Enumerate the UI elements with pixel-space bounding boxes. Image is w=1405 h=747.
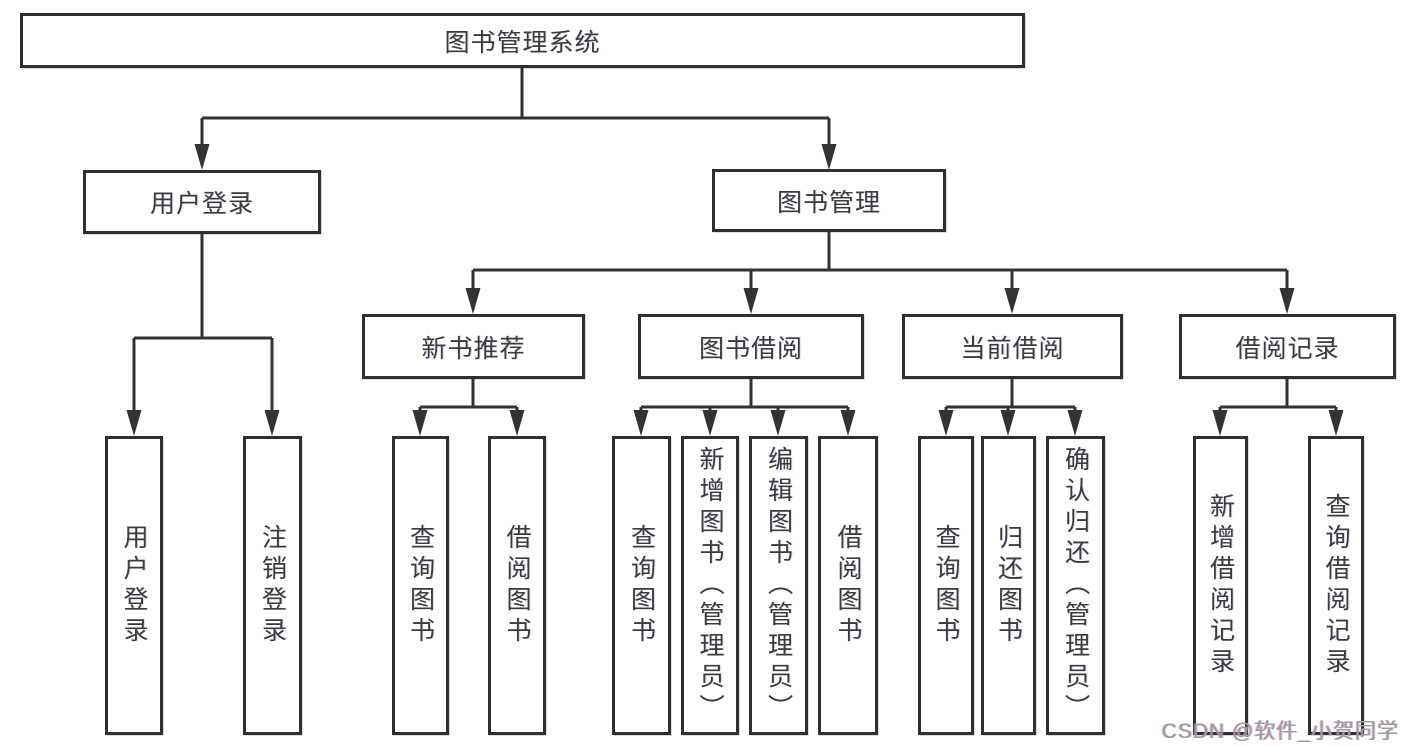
- node-book-management: 图书管理: [712, 169, 946, 232]
- leaf-query-books-borrow: 查询图书: [612, 436, 671, 735]
- leaf-return-book: 归还图书: [981, 436, 1036, 735]
- section-new-book-recommend: 新书推荐: [362, 314, 585, 379]
- node-library-system: 图书管理系统: [20, 13, 1025, 68]
- leaf-borrow-books-recommend: 借阅图书: [488, 436, 546, 735]
- leaf-borrow-books: 借阅图书: [818, 436, 878, 735]
- arrowheads: [126, 144, 1344, 436]
- section-book-borrow: 图书借阅: [638, 314, 864, 379]
- connector-stems: [132, 68, 1338, 412]
- leaf-query-borrow-record: 查询借阅记录: [1308, 436, 1364, 735]
- leaf-confirm-return-admin: 确认归还（管理员）: [1046, 436, 1105, 735]
- section-current-borrow: 当前借阅: [902, 314, 1123, 379]
- leaf-query-books-recommend: 查询图书: [392, 436, 449, 735]
- leaf-user-login: 用户登录: [105, 436, 163, 735]
- leaf-add-book-admin: 新增图书（管理员）: [681, 436, 739, 735]
- leaf-query-books-current: 查询图书: [918, 436, 974, 735]
- leaf-edit-book-admin: 编辑图书（管理员）: [749, 436, 808, 735]
- leaf-logout: 注销登录: [243, 436, 302, 735]
- section-borrow-records: 借阅记录: [1179, 314, 1396, 379]
- node-user-login: 用户登录: [83, 170, 321, 234]
- leaf-add-borrow-record: 新增借阅记录: [1193, 436, 1248, 735]
- csdn-watermark: CSDN @软件_小贺同学: [1161, 720, 1399, 743]
